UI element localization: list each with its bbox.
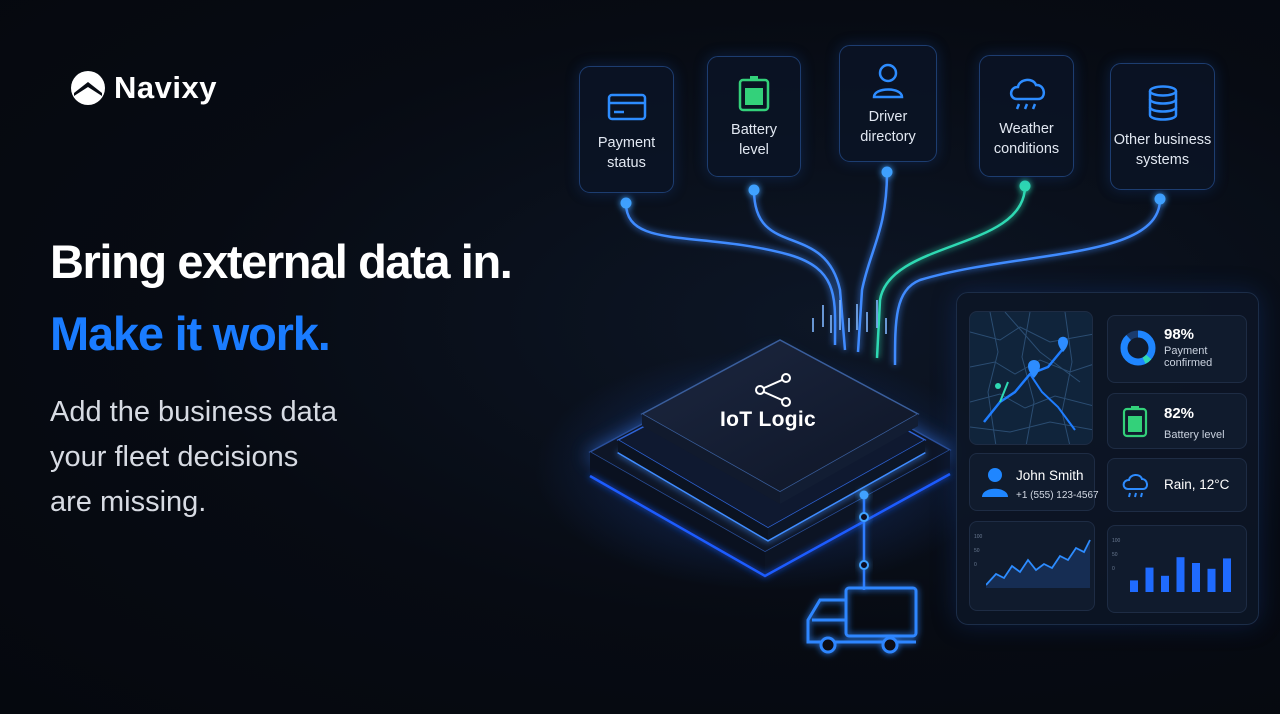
line-chart-tile[interactable]: 100 50 0: [969, 521, 1095, 611]
weather-text: Rain, 12°C: [1164, 477, 1230, 492]
line-chart-axis-label: 0: [974, 562, 977, 568]
bar: [1223, 558, 1231, 592]
credit-card-icon: [607, 93, 646, 120]
headline: Bring external data in.: [50, 235, 513, 288]
battery-label: Battery level: [1164, 429, 1225, 441]
line-chart-axis: 100 50 0: [974, 530, 982, 572]
bar: [1161, 575, 1169, 592]
bar-chart-axis-label: 100: [1112, 538, 1121, 544]
battery-tile[interactable]: 82% Battery level: [1107, 393, 1247, 449]
payment-value: 98%: [1164, 326, 1195, 343]
connector-driver: [856, 171, 889, 353]
connector-weather: [875, 185, 1027, 359]
bar-chart-tile[interactable]: 100 50 0: [1107, 525, 1247, 613]
battery-icon: [1122, 406, 1148, 438]
bar: [1192, 563, 1200, 592]
cloud-rain-icon: [1009, 78, 1045, 110]
connector-other: [893, 198, 1162, 366]
driver-phone: +1 (555) 123-4567: [1016, 490, 1099, 501]
truck-icon: [806, 586, 918, 654]
payment-tile[interactable]: 98% Payment confirmed: [1107, 315, 1247, 383]
connector-lines: [624, 171, 1162, 366]
bar-chart-axis: 100 50 0: [1112, 534, 1120, 576]
map-pin-icon: [1028, 336, 1068, 378]
bar: [1207, 568, 1216, 592]
headline-accent: Make it work.: [50, 307, 331, 360]
payment-label: Payment confirmed: [1164, 345, 1213, 369]
connector-dots: [620, 166, 1166, 209]
subtext-line: Add the business data: [50, 396, 337, 428]
driver-tile[interactable]: John Smith +1 (555) 123-4567: [969, 453, 1099, 511]
bar: [1176, 557, 1185, 592]
driver-name: John Smith: [1016, 468, 1084, 483]
connector-battery: [752, 189, 847, 351]
bar: [1145, 567, 1154, 592]
navixy-logo-icon: [71, 71, 105, 105]
map-tile[interactable]: [969, 311, 1093, 445]
line-chart-axis-label: 100: [974, 534, 983, 540]
line-chart: [986, 539, 1091, 588]
bar-chart: [1130, 557, 1231, 592]
brand-logo[interactable]: Navixy: [70, 70, 217, 106]
dashboard-panel: 98% Payment confirmed 82% Battery level …: [956, 292, 1259, 625]
weather-tile[interactable]: Rain, 12°C: [1107, 458, 1247, 512]
share-nodes-icon: [755, 373, 791, 407]
database-icon: [1148, 84, 1177, 121]
cloud-rain-icon: [1122, 474, 1148, 498]
bar-chart-axis-label: 0: [1112, 566, 1115, 572]
connector-payment: [624, 202, 837, 346]
user-icon: [982, 468, 1008, 497]
spark-particles: [812, 300, 887, 334]
user-icon: [872, 63, 904, 98]
line-chart-axis-label: 50: [974, 548, 980, 554]
battery-value: 82%: [1164, 405, 1195, 422]
bar: [1130, 580, 1138, 592]
truck-connector: [859, 490, 869, 590]
subtext: Add the business data your fleet decisio…: [50, 390, 410, 525]
brand-name: Navixy: [114, 70, 217, 105]
map-view: [970, 312, 1092, 444]
battery-icon: [738, 75, 770, 111]
iot-logic-chip: [585, 339, 955, 578]
donut-chart: [1120, 330, 1156, 366]
subtext-line: are missing.: [50, 486, 207, 518]
bar-chart-axis-label: 50: [1112, 552, 1118, 558]
subtext-line: your fleet decisions: [50, 441, 299, 473]
chip-label: IoT Logic: [720, 408, 817, 431]
